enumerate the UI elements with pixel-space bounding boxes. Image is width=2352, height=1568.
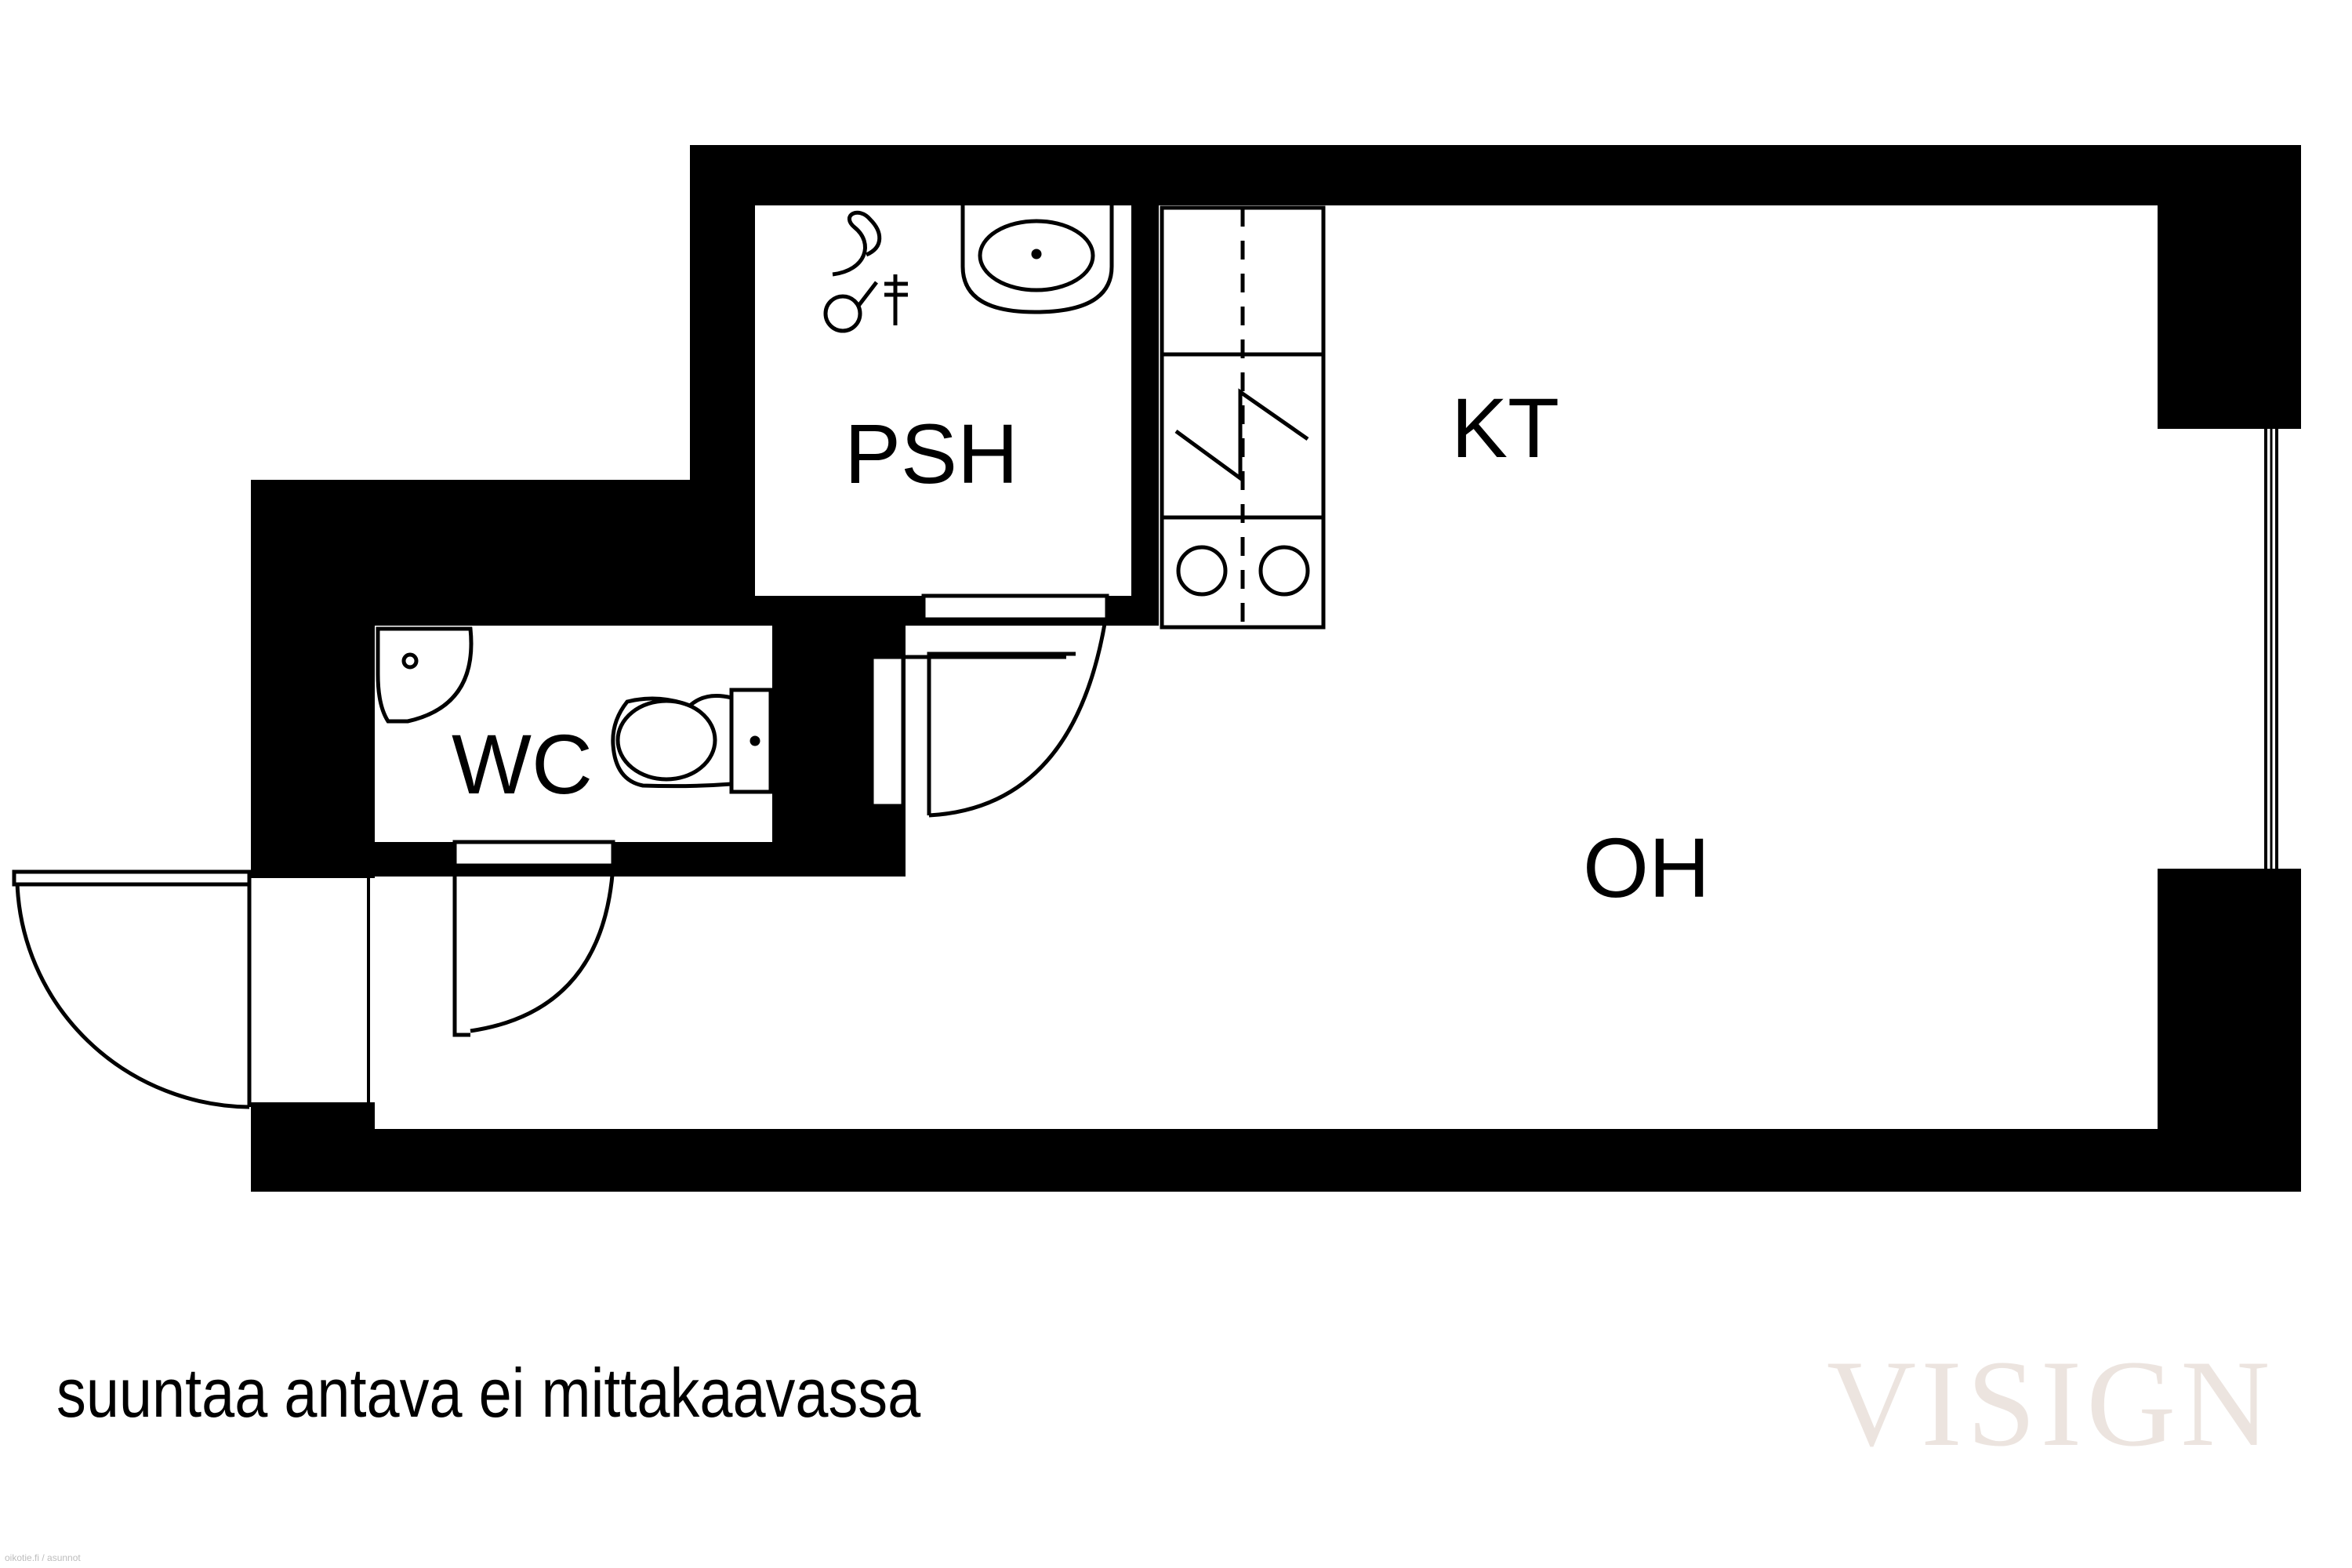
wc-sink-icon: [376, 626, 474, 724]
wc-door: [452, 840, 615, 1037]
room-label-wc: WC: [452, 717, 593, 811]
wc-partition: [772, 626, 833, 877]
room-label-psh: PSH: [844, 406, 1018, 501]
room-label-oh: OH: [1583, 820, 1710, 915]
toilet-icon: [611, 688, 773, 794]
door-swing-icon: [927, 619, 1108, 818]
source-credit: oikotie.fi / asunnot: [5, 1552, 81, 1563]
door-swing-icon: [12, 869, 252, 1109]
window-icon: [2158, 426, 2301, 872]
entrance-door: [12, 869, 375, 1109]
sink-icon: [960, 205, 1114, 314]
shower-icon: [823, 210, 908, 333]
kitchen-counter: [1160, 205, 1326, 630]
door-swing-icon: [452, 865, 615, 1037]
scale-disclaimer: suuntaa antava ei mittakaavassa: [56, 1354, 921, 1432]
dishwasher-icon: [1174, 388, 1309, 482]
exterior-walls: [251, 145, 2301, 1192]
watermark-logo: VISIGN: [1827, 1335, 2275, 1472]
room-label-kt: KT: [1451, 380, 1559, 475]
stove-icon: [1176, 545, 1310, 597]
bathroom-door: [869, 593, 1109, 818]
